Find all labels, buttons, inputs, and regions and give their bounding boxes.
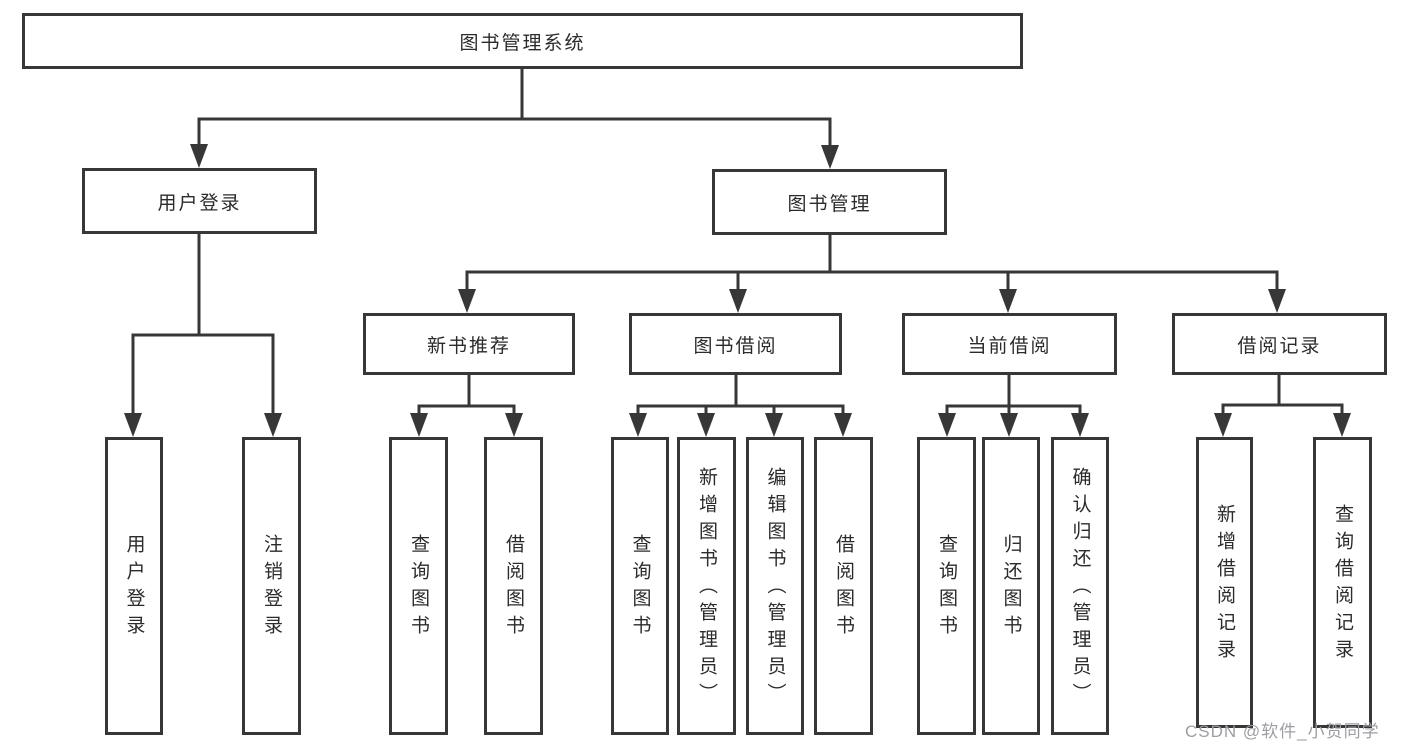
leaf-return-book: 归还图书 (982, 437, 1040, 735)
leaf-logout: 注销登录 (242, 437, 301, 735)
leaf-add-book-admin: 新增图书（管理员） (677, 437, 736, 735)
leaf-borrow-books-recommend: 借阅图书 (484, 437, 543, 735)
leaf-query-books-recommend: 查询图书 (389, 437, 448, 735)
leaf-query-books-borrow: 查询图书 (611, 437, 669, 735)
node-book-management: 图书管理 (712, 169, 947, 235)
leaf-confirm-return-admin: 确认归还（管理员） (1051, 437, 1109, 735)
leaf-edit-book-admin: 编辑图书（管理员） (746, 437, 804, 735)
leaf-query-books-current: 查询图书 (917, 437, 976, 735)
leaf-user-login: 用户登录 (105, 437, 163, 735)
arrowheads (124, 144, 1351, 437)
leaf-borrow-books: 借阅图书 (814, 437, 873, 735)
node-borrow-records: 借阅记录 (1172, 313, 1387, 375)
node-book-borrow: 图书借阅 (629, 313, 842, 375)
node-user-login: 用户登录 (82, 168, 317, 234)
node-new-book-recommendation: 新书推荐 (363, 313, 575, 375)
node-current-borrow: 当前借阅 (902, 313, 1117, 375)
leaf-add-borrow-record: 新增借阅记录 (1196, 437, 1253, 728)
watermark-text: CSDN @软件_小贺同学 (1185, 722, 1380, 741)
node-root-system: 图书管理系统 (22, 13, 1023, 69)
leaf-query-borrow-record: 查询借阅记录 (1313, 437, 1372, 728)
